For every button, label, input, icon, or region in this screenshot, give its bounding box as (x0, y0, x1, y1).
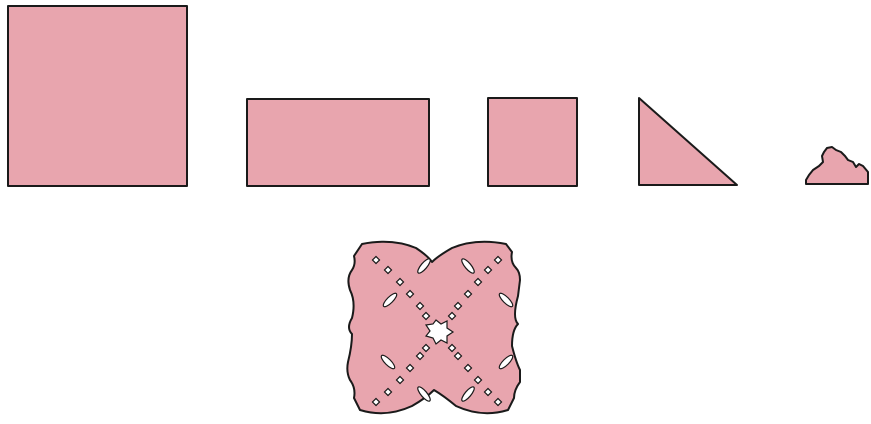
step-4-diagonal-fold-triangle (639, 98, 737, 185)
step-3-quarter-fold-square (488, 98, 577, 186)
step-2-half-fold-rectangle (247, 99, 429, 186)
result-unfolded-pattern (347, 242, 520, 413)
step-1-square-sheet (8, 6, 187, 186)
step-5-cut-piece (806, 147, 868, 184)
